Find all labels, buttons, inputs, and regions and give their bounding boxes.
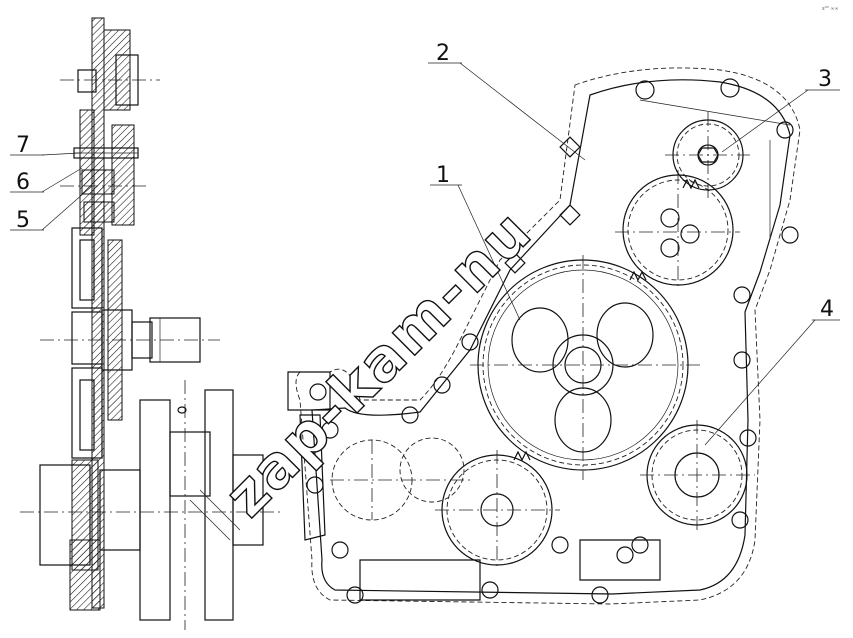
callout-6: 6 — [16, 170, 30, 195]
camshaft-gear-upper — [615, 170, 740, 290]
callout-2: 2 — [436, 41, 450, 66]
callout-leaders — [10, 62, 840, 446]
lower-right-gear — [640, 420, 755, 530]
callout-1: 1 — [436, 163, 450, 188]
corner-mark: s⁰⁰ ∞∞ — [822, 6, 839, 12]
crankshaft-gear-large — [470, 255, 700, 480]
callout-7: 7 — [16, 133, 30, 158]
callout-5: 5 — [16, 208, 30, 233]
idler-gear-lower — [435, 450, 560, 570]
sectional-side-view — [20, 17, 280, 630]
top-small-gear — [665, 112, 750, 198]
bolt-bosses — [306, 78, 799, 604]
timing-housing-outline — [287, 67, 801, 605]
mesh-marks — [513, 178, 700, 462]
callout-4: 4 — [820, 297, 834, 322]
oil-pump-gears — [330, 437, 470, 521]
callout-3: 3 — [818, 67, 832, 92]
